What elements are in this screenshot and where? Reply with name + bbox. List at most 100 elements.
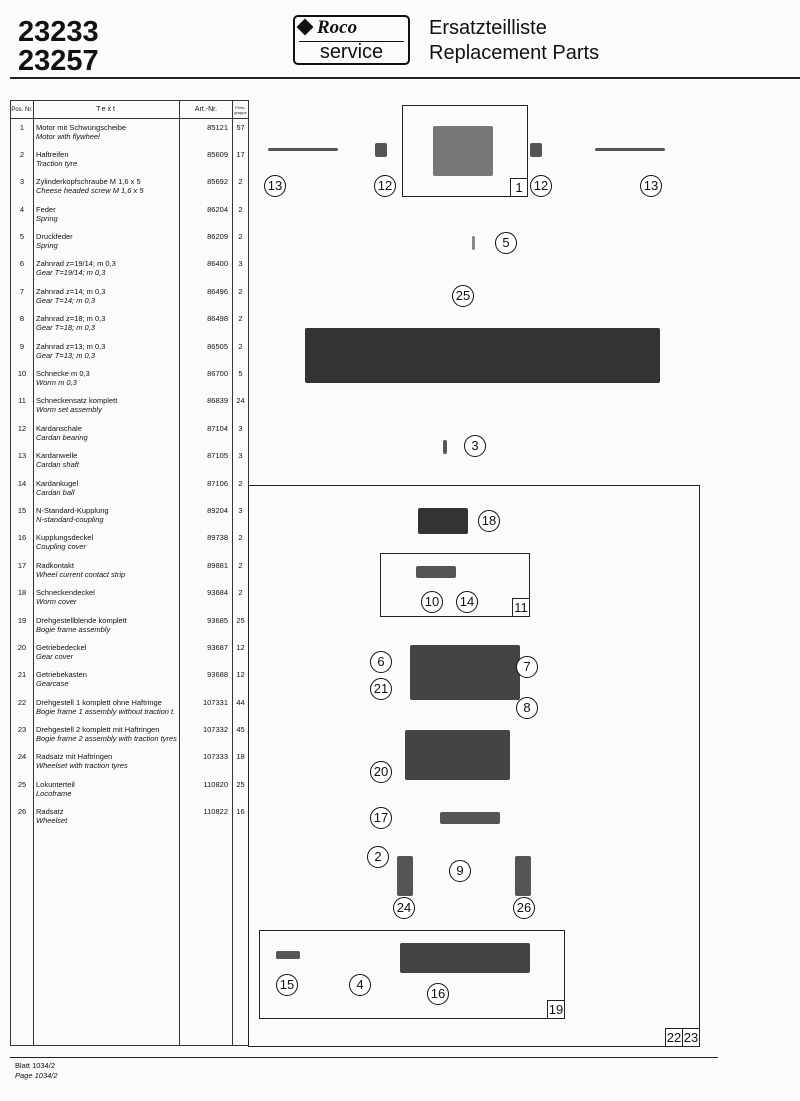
callout-26: 26 — [513, 897, 535, 919]
callout-20: 20 — [370, 761, 392, 783]
group-cell: 2 — [232, 474, 249, 502]
motor-drawing — [433, 126, 493, 176]
callout-13: 13 — [640, 175, 662, 197]
worm-drawing — [416, 566, 456, 578]
text-en: Spring — [36, 213, 58, 223]
logo-service: service — [319, 41, 384, 63]
text-en: Bogie frame 1 assembly without traction … — [36, 706, 176, 716]
text-en: Coupling cover — [36, 542, 87, 552]
group-cell: 2 — [232, 556, 249, 585]
box-label-11: 11 — [512, 598, 529, 616]
group-cell: 2 — [232, 173, 249, 201]
group-cell: 3 — [232, 501, 249, 530]
locoframe-drawing — [305, 328, 660, 383]
group-cell: 57 — [232, 118, 249, 146]
group-cell: 2 — [232, 529, 249, 557]
callout-3: 3 — [464, 435, 486, 457]
text-de: Kardanwelle — [36, 451, 78, 461]
col-pos: Pos. Nr. — [10, 100, 34, 119]
art-cell: 87105 — [179, 447, 233, 475]
text-de: Schneckendeckel — [36, 588, 95, 598]
callout-8: 8 — [516, 697, 538, 719]
pos-cell: 10 — [10, 365, 34, 393]
group-cell: 18 — [232, 748, 249, 776]
text-de: Drehgestell 2 komplett mit Haftringen — [36, 725, 160, 735]
text-en: Cheese headed screw M 1,6 x 5 — [36, 186, 144, 196]
pos-cell: 20 — [10, 638, 34, 667]
pos-cell: 3 — [10, 173, 34, 201]
callout-7: 7 — [516, 656, 538, 678]
text-en: Wheelset — [36, 816, 68, 826]
box-label-23: 23 — [682, 1028, 699, 1046]
art-cell: 86505 — [179, 337, 233, 366]
gearcase-drawing — [410, 645, 520, 700]
text-en: Worm set assembly — [36, 405, 102, 415]
text-en: Worm m 0,3 — [36, 378, 77, 388]
group-cell: 12 — [232, 666, 249, 694]
pos-cell: 1 — [10, 118, 34, 146]
pos-cell: 8 — [10, 310, 34, 338]
text-de: Zahnrad z=19/14; m 0,3 — [36, 259, 116, 269]
worm-cover-drawing — [418, 508, 468, 534]
group-cell: 25 — [232, 611, 249, 639]
pos-cell: 4 — [10, 200, 34, 229]
roco-service-logo: Roco service — [293, 15, 410, 65]
worm-set-box: 11 — [380, 553, 530, 617]
bogie-assembly-box: 22 23 — [248, 485, 700, 1047]
text-de: Motor mit Schwungscheibe — [36, 123, 127, 132]
art-cell: 107332 — [179, 721, 233, 749]
group-cell: 3 — [232, 255, 249, 283]
pos-cell: 12 — [10, 419, 34, 448]
callout-4: 4 — [349, 974, 371, 996]
text-en: Cardan shaft — [36, 460, 79, 470]
title-de: Ersatzteilliste — [429, 17, 547, 39]
art-cell: 93684 — [179, 584, 233, 612]
group-cell: 45 — [232, 721, 249, 749]
text-en: Cardan ball — [36, 487, 75, 497]
text-en: Motor with flywheel — [36, 132, 100, 141]
callout-15: 15 — [276, 974, 298, 996]
gear-cover-drawing — [405, 730, 510, 780]
bogie-frame-drawing — [400, 943, 530, 973]
art-cell: 89738 — [179, 529, 233, 557]
box-label-19: 19 — [547, 1000, 564, 1018]
text-de: N-Standard-Kupplung — [36, 505, 109, 515]
table-row: 23 Drehgestell 2 komplett mit Haftringen… — [10, 721, 249, 749]
callout-6: 6 — [370, 651, 392, 673]
footer-rule — [10, 1057, 718, 1058]
text-de: Schneckensatz komplett — [36, 396, 118, 406]
pos-cell: 2 — [10, 145, 34, 174]
text-de: Feder — [36, 204, 56, 214]
text-de: Radsatz mit Haftringen — [36, 752, 113, 762]
text-de: Radsatz — [36, 807, 64, 817]
group-cell: 24 — [232, 392, 249, 420]
callout-9: 9 — [449, 860, 471, 882]
art-cell: 93687 — [179, 638, 233, 667]
wheelset-right — [515, 856, 531, 896]
contact-strip-drawing — [440, 812, 500, 824]
motor-box: 1 — [402, 105, 528, 197]
text-de: Haftreifen — [36, 149, 69, 159]
text-en: Cardan bearing — [36, 432, 88, 442]
group-cell: 17 — [232, 145, 249, 174]
art-cell: 86209 — [179, 228, 233, 256]
art-cell: 85121 — [179, 118, 233, 146]
